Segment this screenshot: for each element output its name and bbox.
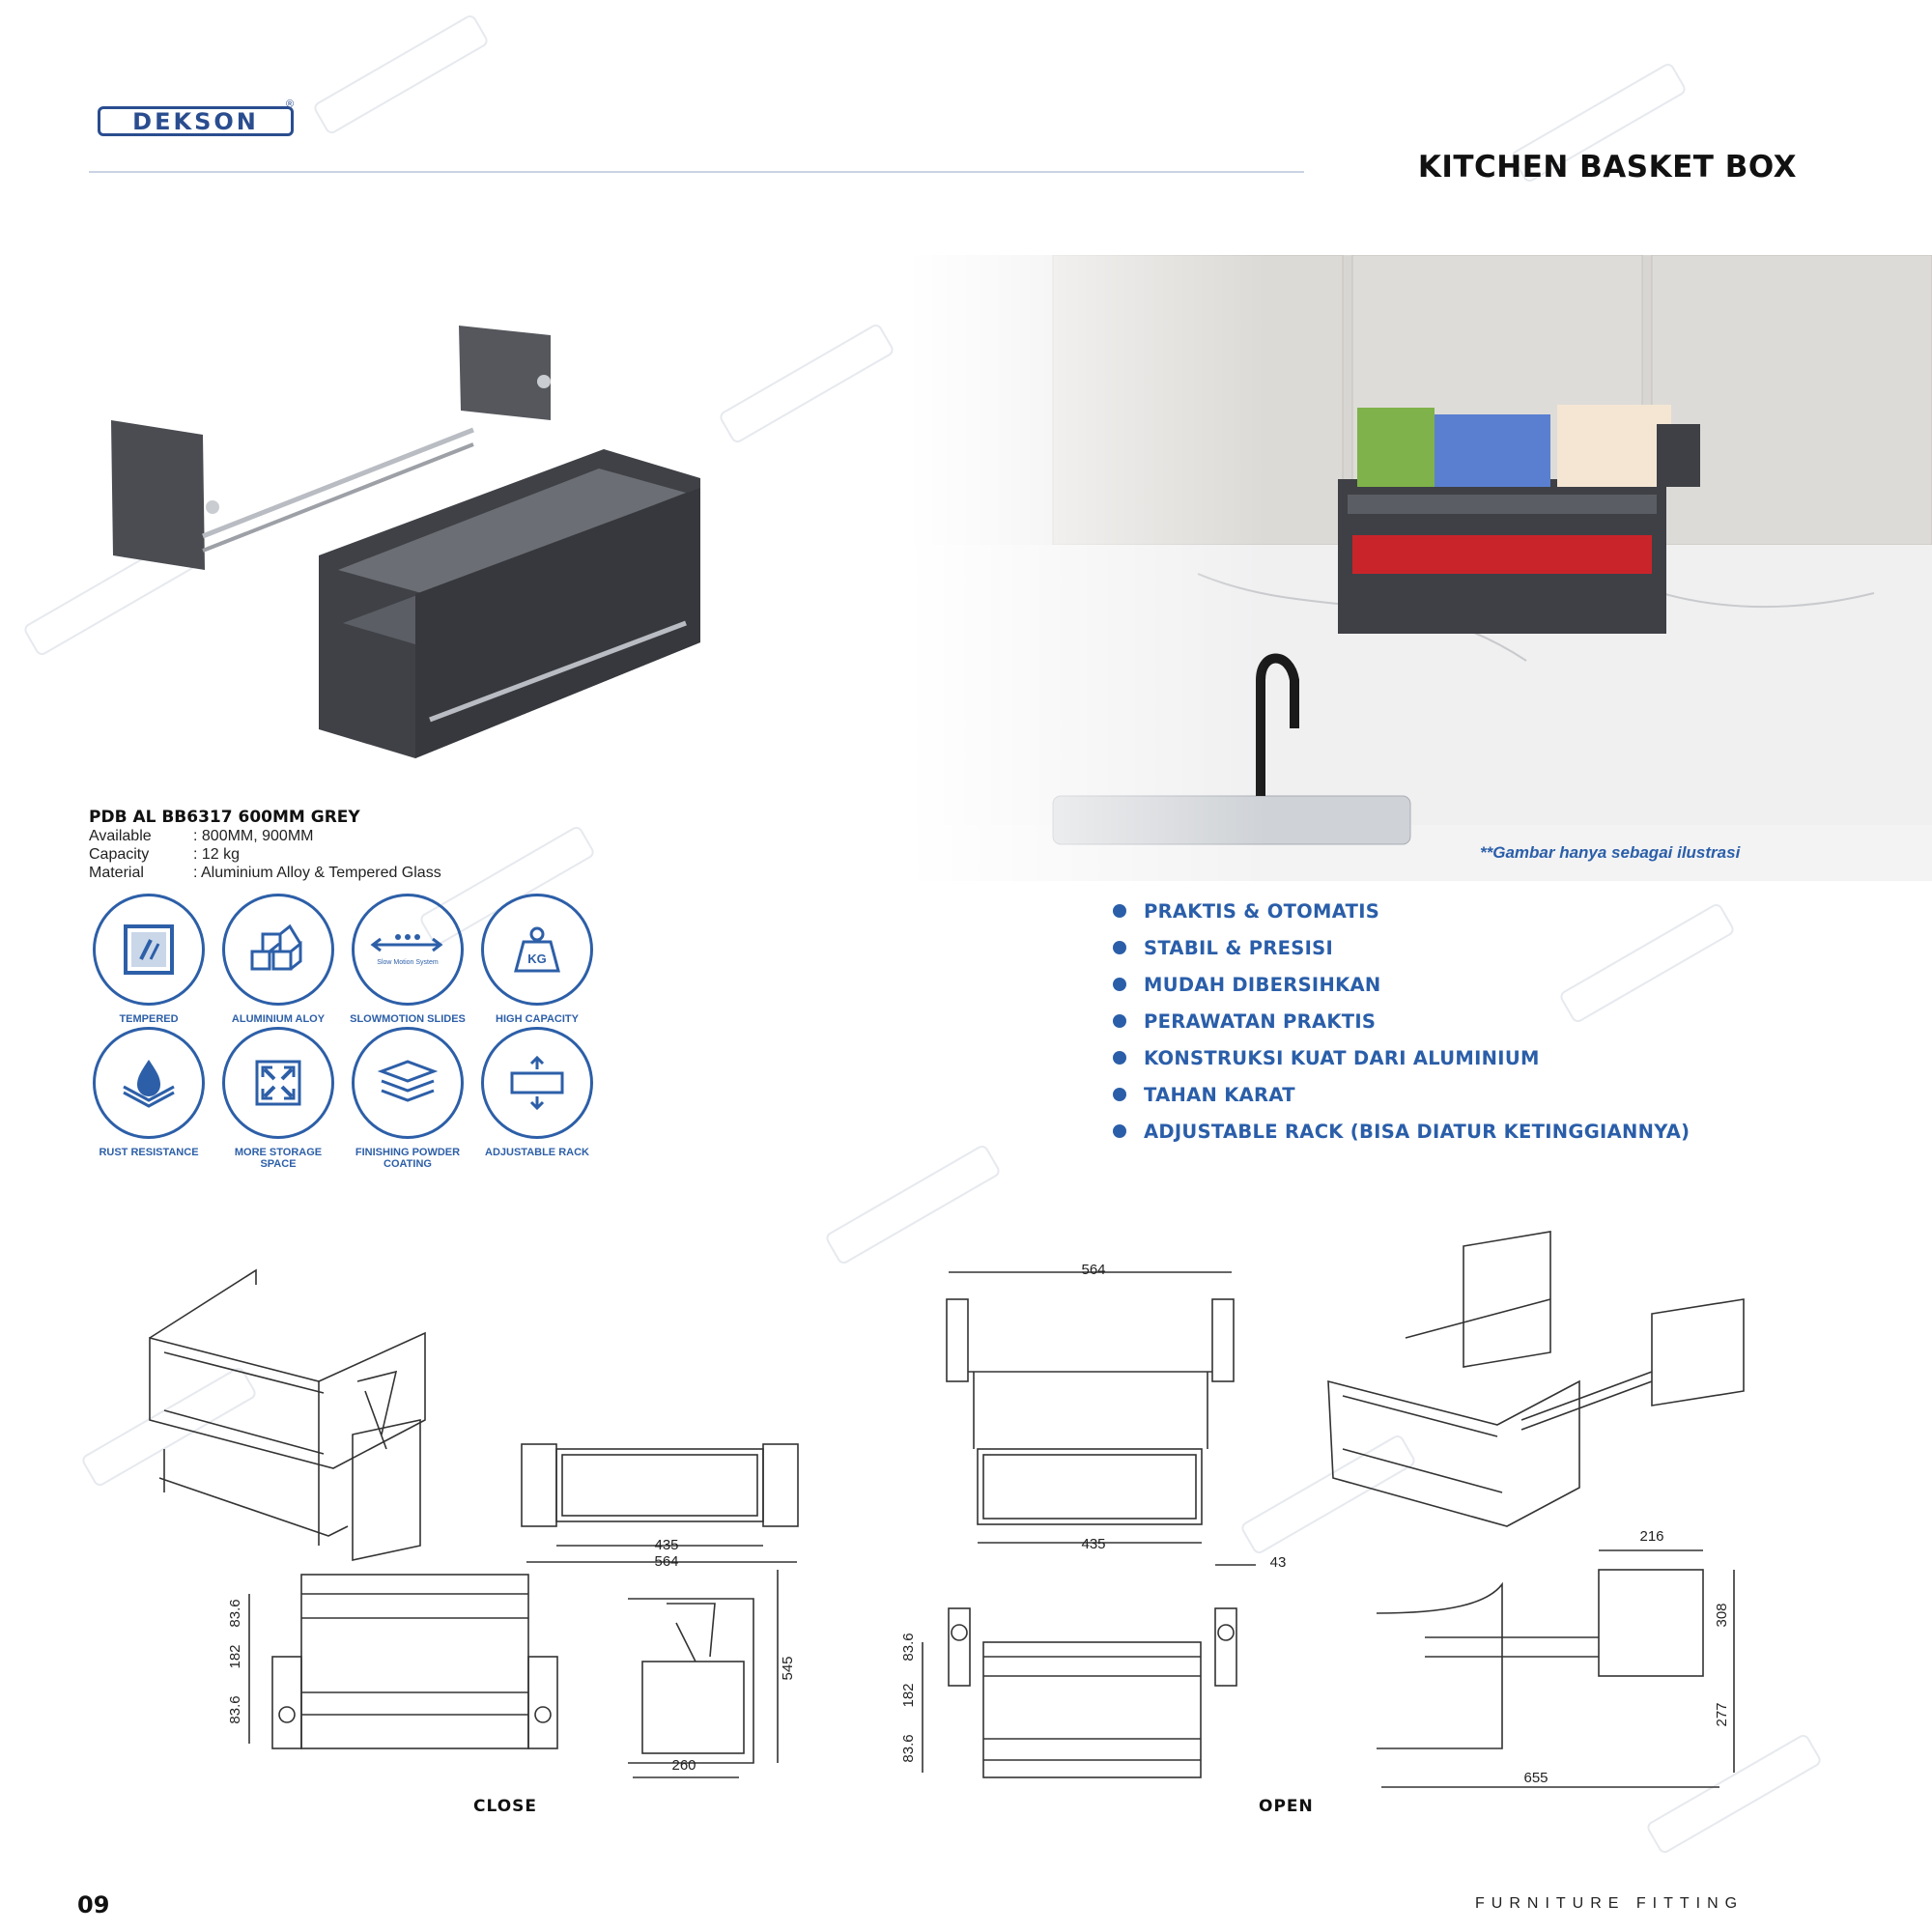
feature-capacity: KG HIGH CAPACITY xyxy=(479,894,595,1025)
open-side-view xyxy=(1376,1549,1735,1788)
dim-close-outer-width: 564 xyxy=(654,1553,678,1570)
dim-open-gap-mid: 182 xyxy=(900,1683,917,1707)
benefit-text: PRAKTIS & OTOMATIS xyxy=(1144,899,1380,923)
page-title: KITCHEN BASKET BOX xyxy=(1417,150,1797,185)
feature-tempered: TEMPERED xyxy=(91,894,207,1025)
hero-photo xyxy=(908,255,1932,881)
bullet-dot-icon xyxy=(1113,1124,1126,1138)
spec-label: Capacity xyxy=(89,846,150,863)
benefit-item: STABIL & PRESISI xyxy=(1113,929,1690,966)
feature-rust: RUST RESISTANCE xyxy=(91,1027,207,1158)
benefit-item: TAHAN KARAT xyxy=(1113,1076,1690,1113)
feature-label: MORE STORAGE SPACE xyxy=(234,1147,323,1170)
dim-close-gap-mid: 182 xyxy=(227,1644,243,1668)
open-isometric-drawing xyxy=(1327,1231,1745,1527)
open-top-view xyxy=(946,1271,1235,1544)
slow-motion-inner-text: Slow Motion System xyxy=(377,959,439,966)
brand-logo: DEKSON xyxy=(98,106,294,136)
feature-storage: MORE STORAGE SPACE xyxy=(220,1027,336,1170)
benefit-text: TAHAN KARAT xyxy=(1144,1083,1295,1106)
header-rule xyxy=(89,171,1304,173)
spec-available: Available : 800MM, 900MM xyxy=(89,828,313,845)
benefit-item: PERAWATAN PRAKTIS xyxy=(1113,1003,1690,1039)
dim-open-inner-width: 435 xyxy=(1081,1536,1105,1552)
bullet-dot-icon xyxy=(1113,978,1126,991)
dim-open-gap-bottom: 83.6 xyxy=(900,1734,917,1762)
feature-coating: FINISHING POWDER COATING xyxy=(350,1027,466,1170)
close-isometric-drawing xyxy=(149,1268,426,1561)
spec-value: : 12 kg xyxy=(193,846,241,863)
dim-open-lower-height: 277 xyxy=(1714,1702,1730,1726)
benefit-text: MUDAH DIBERSIHKAN xyxy=(1144,973,1381,996)
feature-label: TEMPERED xyxy=(119,1013,179,1025)
slow-motion-icon: Slow Motion System xyxy=(352,894,464,1006)
benefit-item: PRAKTIS & OTOMATIS xyxy=(1113,893,1690,929)
bullet-dot-icon xyxy=(1113,1088,1126,1101)
close-front-view xyxy=(248,1574,558,1749)
product-render-shape xyxy=(111,326,700,758)
bullet-dot-icon xyxy=(1113,1014,1126,1028)
feature-aluminium: ALUMINIUM ALOY xyxy=(220,894,336,1025)
aluminium-bars-icon xyxy=(222,894,334,1006)
benefit-text: PERAWATAN PRAKTIS xyxy=(1144,1009,1377,1033)
spec-label: Available xyxy=(89,828,152,844)
height-adjust-icon xyxy=(481,1027,593,1139)
bullet-dot-icon xyxy=(1113,941,1126,954)
hero-illustration xyxy=(908,255,1932,881)
dim-open-outer-width: 564 xyxy=(1081,1262,1105,1278)
registered-mark: ® xyxy=(286,99,295,110)
dim-open-depth: 655 xyxy=(1523,1770,1548,1786)
page-number: 09 xyxy=(77,1891,110,1918)
feature-label: HIGH CAPACITY xyxy=(496,1013,579,1025)
benefit-text: STABIL & PRESISI xyxy=(1144,936,1334,959)
bullet-dot-icon xyxy=(1113,904,1126,918)
spec-material: Material : Aluminium Alloy & Tempered Gla… xyxy=(89,865,441,882)
benefit-text: ADJUSTABLE RACK (BISA DIATUR KETINGGIANN… xyxy=(1144,1120,1690,1143)
feature-adjustable: ADJUSTABLE RACK xyxy=(479,1027,595,1158)
close-side-view xyxy=(628,1570,779,1778)
open-label: OPEN xyxy=(1259,1797,1314,1816)
dim-open-side-width: 216 xyxy=(1639,1528,1663,1545)
expand-arrows-icon xyxy=(222,1027,334,1139)
spec-label: Material xyxy=(89,865,144,881)
dim-close-depth: 260 xyxy=(671,1757,696,1774)
layers-icon xyxy=(352,1027,464,1139)
technical-drawings: 435 564 83.6 182 83.6 545 260 564 435 43… xyxy=(149,1231,1745,1788)
spec-value: : 800MM, 900MM xyxy=(193,828,314,844)
brand-logo-text: DEKSON xyxy=(132,107,259,135)
benefit-item: MUDAH DIBERSIHKAN xyxy=(1113,966,1690,1003)
dim-close-gap-top: 83.6 xyxy=(227,1599,243,1627)
benefit-item: KONSTRUKSI KUAT DARI ALUMINIUM xyxy=(1113,1039,1690,1076)
dim-open-offset: 43 xyxy=(1270,1554,1287,1571)
spec-capacity: Capacity : 12 kg xyxy=(89,846,240,864)
dim-open-gap-top: 83.6 xyxy=(900,1633,917,1661)
benefit-text: KONSTRUKSI KUAT DARI ALUMINIUM xyxy=(1144,1046,1540,1069)
benefit-list: PRAKTIS & OTOMATIS STABIL & PRESISI MUDA… xyxy=(1113,893,1690,1150)
feature-slowmotion: Slow Motion System SLOWMOTION SLIDES xyxy=(350,894,466,1025)
open-front-view xyxy=(922,1564,1256,1778)
close-label: CLOSE xyxy=(473,1797,538,1816)
spec-value: : Aluminium Alloy & Tempered Glass xyxy=(193,865,441,881)
product-name: PDB AL BB6317 600MM GREY xyxy=(89,808,360,827)
weight-icon-text: KG xyxy=(527,952,547,966)
product-render xyxy=(111,326,700,758)
dim-close-height: 545 xyxy=(780,1656,796,1680)
close-top-view xyxy=(521,1443,799,1563)
dim-open-side-height: 308 xyxy=(1714,1603,1730,1627)
footer-category: FURNITURE FITTING xyxy=(1475,1895,1745,1912)
feature-label: SLOWMOTION SLIDES xyxy=(350,1013,466,1025)
bullet-dot-icon xyxy=(1113,1051,1126,1065)
illustration-note: **Gambar hanya sebagai ilustrasi xyxy=(1480,843,1741,862)
benefit-item: ADJUSTABLE RACK (BISA DIATUR KETINGGIANN… xyxy=(1113,1113,1690,1150)
feature-label: RUST RESISTANCE xyxy=(99,1147,199,1158)
feature-label: ADJUSTABLE RACK xyxy=(485,1147,589,1158)
feature-label: FINISHING POWDER COATING xyxy=(355,1147,461,1170)
tempered-glass-icon xyxy=(93,894,205,1006)
weight-icon: KG xyxy=(481,894,593,1006)
dim-close-inner-width: 435 xyxy=(654,1537,678,1553)
feature-label: ALUMINIUM ALOY xyxy=(231,1013,326,1025)
dim-close-gap-bottom: 83.6 xyxy=(227,1695,243,1723)
rust-drop-icon xyxy=(93,1027,205,1139)
